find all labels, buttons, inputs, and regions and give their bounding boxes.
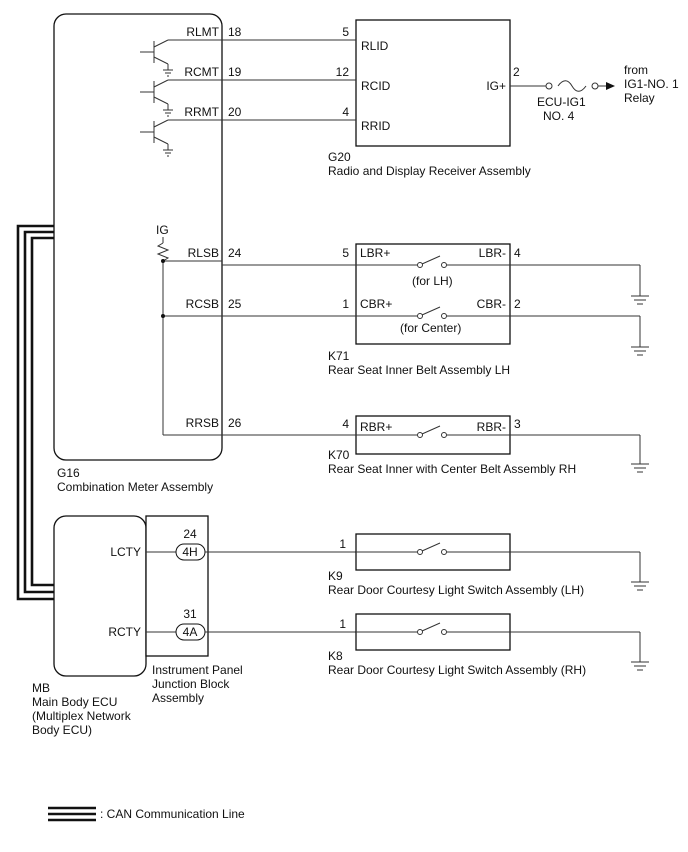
combination-meter-box [53, 13, 223, 461]
transistor-icon [140, 119, 222, 157]
source-label: Relay [624, 91, 655, 105]
g16-pin-number: 24 [228, 246, 242, 260]
k70-pin-number: 4 [342, 417, 349, 431]
switch-icon [356, 255, 640, 268]
junction-pin-number: 31 [183, 607, 197, 621]
fuse-label: ECU-IG1 [537, 95, 586, 109]
k71-pin-name: CBR- [477, 297, 506, 311]
can-bus-line [16, 224, 54, 601]
switch-icon [356, 542, 640, 555]
source-label: from [624, 63, 648, 77]
g20-pin-name: RCID [361, 79, 391, 93]
g16-pin-name: RCSB [186, 297, 219, 311]
ig-label: IG [156, 223, 169, 237]
k9-pin-number: 1 [339, 537, 346, 551]
legend-can-label: : CAN Communication Line [100, 807, 245, 821]
junction-block-name: Assembly [152, 691, 204, 705]
switch-icon [356, 306, 640, 319]
k71-pin-name: CBR+ [360, 297, 392, 311]
k71-pin-name: LBR- [479, 246, 506, 260]
g20-pin-name: IG+ [486, 79, 506, 93]
junction-block-name: Junction Block [152, 677, 230, 691]
g16-code: G16 [57, 466, 80, 480]
k71-pin-name: LBR+ [360, 246, 390, 260]
junction-connector: 4H [182, 545, 197, 559]
mb-name: Main Body ECU [32, 695, 117, 709]
k70-pin-name: RBR+ [360, 420, 392, 434]
k71-pin-number: 5 [342, 246, 349, 260]
legend-can-line-icon [48, 806, 96, 822]
g20-name: Radio and Display Receiver Assembly [328, 164, 531, 178]
k71-name: Rear Seat Inner Belt Assembly LH [328, 363, 510, 377]
k9-name: Rear Door Courtesy Light Switch Assembly… [328, 583, 584, 597]
mb-name: (Multiplex Network [32, 709, 132, 723]
mb-name: Body ECU) [32, 723, 92, 737]
g16-pin-number: 18 [228, 25, 242, 39]
g16-pin-name: RLSB [188, 246, 219, 260]
g16-pin-name: RCMT [184, 65, 219, 79]
mb-pin-name: LCTY [110, 545, 141, 559]
k71-box [355, 243, 511, 345]
fuse-icon [557, 80, 587, 92]
k8-code: K8 [328, 649, 343, 663]
resistor-icon [156, 237, 222, 436]
g16-pin-name: RLMT [186, 25, 219, 39]
k8-pin-number: 1 [339, 617, 346, 631]
g20-pin-number: 5 [342, 25, 349, 39]
radio-receiver-box [355, 19, 511, 147]
transistor-icon [140, 39, 222, 77]
mb-code: MB [32, 681, 50, 695]
g20-pin-number: 2 [513, 65, 520, 79]
g20-code: G20 [328, 150, 351, 164]
connector-dot [591, 82, 599, 90]
g16-pin-name: RRMT [184, 105, 219, 119]
ground-icon [631, 632, 649, 671]
junction-connector: 4A [183, 625, 198, 639]
source-label: IG1-NO. 1 [624, 77, 679, 91]
g16-pin-number: 19 [228, 65, 242, 79]
g20-pin-number: 12 [336, 65, 350, 79]
transistor-icon [140, 79, 222, 117]
g16-pin-number: 25 [228, 297, 242, 311]
k8-name: Rear Door Courtesy Light Switch Assembly… [328, 663, 586, 677]
g20-pin-name: RLID [361, 39, 389, 53]
k70-pin-name: RBR- [477, 420, 506, 434]
g16-pin-name: RRSB [186, 416, 219, 430]
g16-pin-number: 26 [228, 416, 242, 430]
junction-block-name: Instrument Panel [152, 663, 243, 677]
mb-pin-name: RCTY [108, 625, 141, 639]
ground-icon [631, 265, 649, 305]
g20-pin-number: 4 [342, 105, 349, 119]
switch-icon [417, 425, 640, 438]
k70-name: Rear Seat Inner with Center Belt Assembl… [328, 462, 576, 476]
arrow-left-icon [606, 82, 615, 90]
ground-icon [631, 552, 649, 591]
switch-icon [356, 622, 640, 635]
k71-pin-number: 2 [514, 297, 521, 311]
g16-name: Combination Meter Assembly [57, 480, 213, 494]
g20-pin-name: RRID [361, 119, 391, 133]
g16-pin-number: 20 [228, 105, 242, 119]
k71-code: K71 [328, 349, 350, 363]
junction-dot [161, 259, 165, 263]
k71-pin-number: 1 [342, 297, 349, 311]
main-body-ecu-box [53, 515, 147, 677]
k71-pin-number: 4 [514, 246, 521, 260]
k71-note-lh: (for LH) [412, 274, 453, 288]
k71-note-center: (for Center) [400, 321, 461, 335]
k70-code: K70 [328, 448, 350, 462]
ground-icon [631, 316, 649, 356]
k9-code: K9 [328, 569, 343, 583]
junction-dot [161, 314, 165, 318]
k70-pin-number: 3 [514, 417, 521, 431]
ground-icon [631, 435, 649, 473]
junction-pin-number: 24 [183, 527, 197, 541]
fuse-label: NO. 4 [543, 109, 575, 123]
connector-dot [545, 82, 553, 90]
